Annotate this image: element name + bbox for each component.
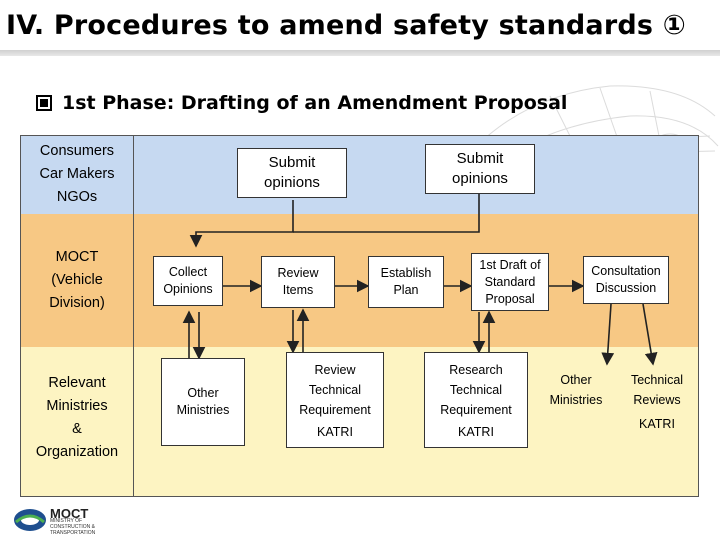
node-first-draft-proposal: 1st Draft of Standard Proposal [471, 253, 549, 311]
review-technical-label: Review Technical Requirement [299, 362, 371, 417]
phase-subtitle: 1st Phase: Drafting of an Amendment Prop… [62, 92, 568, 114]
node-collect-opinions: Collect Opinions [153, 256, 223, 306]
logo-wordmark: MOCT [50, 506, 89, 521]
node-establish-plan: Establish Plan [368, 256, 444, 308]
node-other-ministries-left: Other Ministries [161, 358, 245, 446]
lane-label-ministries: Relevant Ministries & Organization [35, 375, 119, 460]
node-submit-opinions-left: Submit opinions [237, 148, 347, 198]
lane-label-moct: MOCT (Vehicle Division) [49, 249, 105, 311]
node-technical-reviews: Technical Reviews [630, 373, 684, 407]
research-technical-label: Research Technical Requirement [440, 362, 512, 417]
moct-logo-icon [14, 509, 46, 531]
node-other-ministries-right: Other Ministries [549, 373, 603, 407]
review-technical-org: KATRI [317, 424, 353, 439]
flow-connectors [182, 194, 658, 366]
subtitle-bullet-icon [36, 95, 52, 111]
node-review-technical-requirement: Review Technical Requirement KATRI [286, 352, 384, 448]
node-technical-reviews-org: KATRI [639, 417, 675, 431]
node-review-items: Review Items [261, 256, 335, 308]
node-submit-opinions-right: Submit opinions [425, 144, 535, 194]
page-title: IV. Procedures to amend safety standards… [6, 10, 686, 41]
logo-caption: MINISTRY OF CONSTRUCTION & TRANSPORTATIO… [50, 518, 96, 536]
swimlane-diagram: Consumers Car Makers NGOs MOCT (Vehicle … [20, 135, 699, 497]
title-divider [0, 50, 720, 56]
research-technical-org: KATRI [458, 424, 494, 439]
lane-divider [133, 136, 134, 496]
node-consultation-discussion: Consultation Discussion [583, 256, 669, 304]
node-research-technical-requirement: Research Technical Requirement KATRI [424, 352, 528, 448]
lane-label-stakeholders: Consumers Car Makers NGOs [39, 143, 115, 205]
